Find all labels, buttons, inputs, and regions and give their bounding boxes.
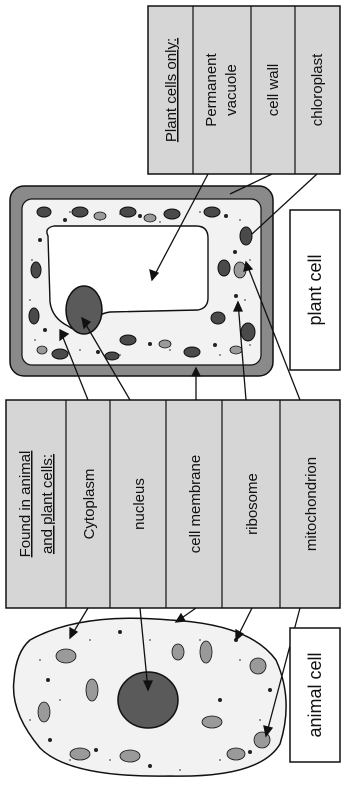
mitochondrion-label: mitochondrion — [303, 457, 320, 551]
common-heading-line2: and plant cells: — [39, 454, 56, 554]
nucleus-label: nucleus — [131, 478, 148, 530]
animal-cell — [14, 618, 287, 776]
chloroplast-label: chloroplast — [309, 53, 326, 126]
animal-cell-label: animal cell — [305, 652, 325, 737]
common-heading-line1: Found in animal — [17, 451, 34, 558]
plant-cell — [10, 186, 273, 376]
animal-cell-label-box: animal cell — [290, 628, 340, 762]
plant-cell-label: plant cell — [305, 254, 325, 325]
ribosome-label: ribosome — [244, 473, 261, 535]
cell-wall-label: cell wall — [265, 64, 282, 117]
common-structures-box: Found in animal and plant cells: Cytopla… — [6, 400, 340, 608]
permanent-vacuole-label-line2: vacuole — [223, 64, 240, 116]
plant-cell-label-box: plant cell — [290, 210, 340, 370]
plant-cells-only-box: Plant cells only: Permanent vacuole cell… — [148, 6, 340, 174]
permanent-vacuole-label-line1: Permanent — [203, 52, 220, 126]
cytoplasm-label: Cytoplasm — [81, 469, 98, 540]
cell-membrane-label: cell membrane — [187, 455, 204, 553]
plant-only-heading: Plant cells only: — [163, 38, 180, 142]
